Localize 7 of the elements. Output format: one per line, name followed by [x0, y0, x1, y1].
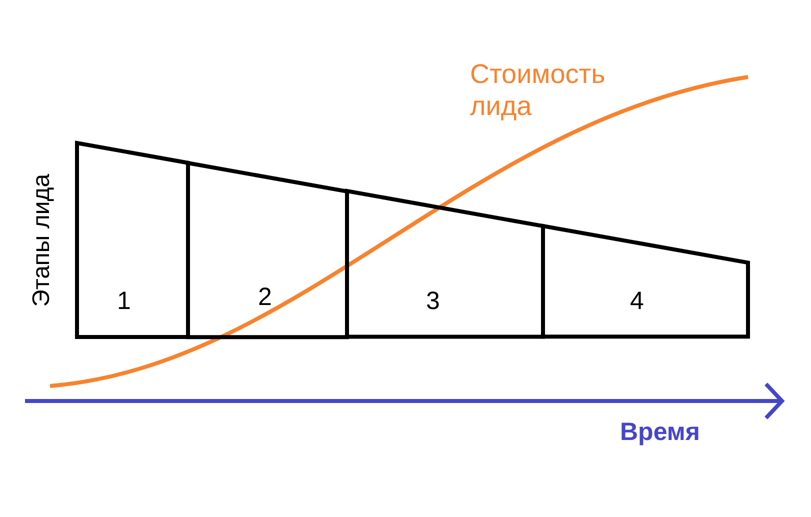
stage-number: 2: [258, 284, 272, 310]
curve-label: Стоимость лида: [470, 58, 606, 123]
stage-number: 4: [630, 288, 644, 314]
stage-number: 1: [117, 289, 131, 314]
axis-label: Время: [620, 417, 700, 447]
stage-number: 3: [426, 288, 440, 314]
axis-label: Этапы лида: [28, 172, 56, 307]
